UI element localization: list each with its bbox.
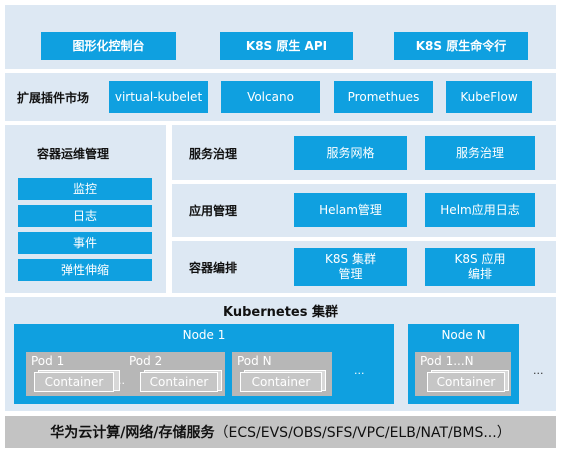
ops-title: 容器运维管理 — [37, 146, 110, 161]
node-1-title: Node 1 — [182, 328, 226, 342]
pod-2[interactable]: Pod 2 Container — [124, 352, 225, 396]
service-governance-label: 服务治理 — [189, 146, 238, 161]
node-1[interactable]: Node 1 Pod 1 Container ... Pod 2 Contain… — [14, 324, 394, 404]
plugin-volcano[interactable]: Volcano — [221, 81, 320, 113]
helm-app-log-box[interactable]: Helm应用日志 — [425, 193, 535, 227]
ops-monitoring[interactable]: 监控 — [18, 178, 152, 200]
pod-n[interactable]: Pod N Container — [232, 352, 332, 396]
ops-logs[interactable]: 日志 — [18, 205, 152, 227]
plugin-virtual-kubelet[interactable]: virtual-kubelet — [109, 81, 208, 113]
pod-1-name: Pod 1 — [31, 354, 65, 368]
helm-management-box[interactable]: Helam管理 — [294, 193, 407, 227]
pod-n-name: Pod N — [237, 354, 272, 368]
infra-services-label: 华为云计算/网络/存储服务 — [50, 425, 215, 441]
plugin-kubeflow[interactable]: KubeFlow — [446, 81, 532, 113]
container-box[interactable]: Container — [240, 372, 322, 392]
pod-1[interactable]: Pod 1 Container — [26, 352, 127, 396]
pod-1-to-n[interactable]: Pod 1...N Container — [415, 352, 511, 396]
pod-ellipsis-after: ... — [354, 364, 365, 377]
app-management-label: 应用管理 — [189, 203, 238, 218]
k8s-native-api-box[interactable]: K8S 原生 API — [220, 32, 353, 60]
kubernetes-cluster-title: Kubernetes 集群 — [222, 304, 338, 320]
service-mesh-box[interactable]: 服务网格 — [294, 136, 407, 170]
node-ellipsis: ... — [533, 364, 544, 377]
k8s-cluster-management-box[interactable]: K8S 集群 管理 — [294, 248, 407, 286]
node-n-title: Node N — [441, 328, 486, 342]
node-n[interactable]: Node N Pod 1...N Container — [408, 324, 519, 404]
container-box[interactable]: Container — [427, 372, 505, 392]
graphical-console-box[interactable]: 图形化控制台 — [41, 32, 176, 60]
plugin-market-label: 扩展插件市场 — [17, 90, 90, 105]
orchestration-label: 容器编排 — [189, 260, 238, 275]
container-box[interactable]: Container — [34, 372, 114, 392]
ops-autoscaling[interactable]: 弹性伸缩 — [18, 259, 152, 281]
k8s-app-orchestration-box[interactable]: K8S 应用 编排 — [425, 248, 535, 286]
pod-ellipsis: ... — [118, 374, 129, 387]
k8s-native-cli-box[interactable]: K8S 原生命令行 — [394, 32, 528, 60]
cloud-infrastructure-bar: 华为云计算/网络/存储服务 （ECS/EVS/OBS/SFS/VPC/ELB/N… — [5, 416, 556, 448]
container-box[interactable]: Container — [140, 372, 218, 392]
plugin-promethues[interactable]: Promethues — [334, 81, 433, 113]
infra-services-detail: （ECS/EVS/OBS/SFS/VPC/ELB/NAT/BMS...） — [214, 425, 511, 441]
pod-2-name: Pod 2 — [129, 354, 163, 368]
pod-1-to-n-name: Pod 1...N — [420, 354, 474, 368]
service-governance-box[interactable]: 服务治理 — [425, 136, 535, 170]
ops-events[interactable]: 事件 — [18, 232, 152, 254]
